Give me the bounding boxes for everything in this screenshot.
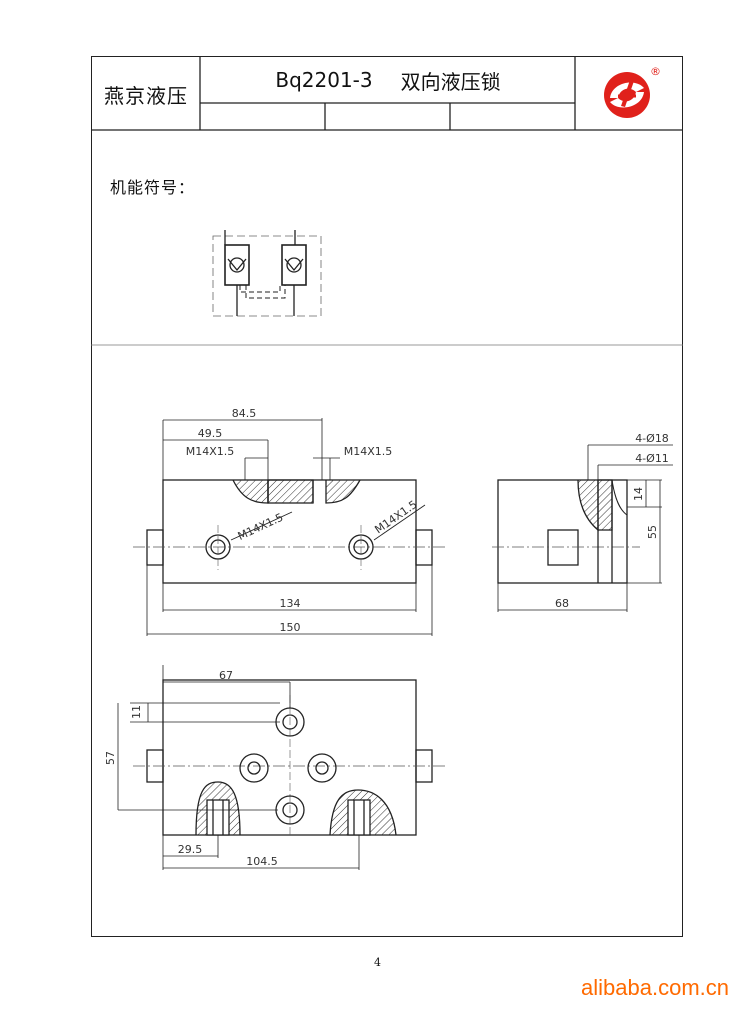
title-block xyxy=(91,56,683,346)
dim-counterbore: 4-Ø18 xyxy=(635,432,669,445)
dim-depth: 14 xyxy=(632,487,645,501)
dim-port-offset: 49.5 xyxy=(198,427,223,440)
front-view-dimensions: 84.5 49.5 M14X1.5 M14X1.5 M14X1.5 M14X1.… xyxy=(186,407,420,634)
dim-port-distance: 67 xyxy=(219,669,233,682)
company-logo xyxy=(604,72,650,118)
dim-mount-left: 29.5 xyxy=(178,843,203,856)
front-view xyxy=(133,418,448,636)
dim-height: 55 xyxy=(646,525,659,539)
drawing-frame xyxy=(91,56,683,937)
model-number: Bq2201-3 xyxy=(275,68,373,92)
dim-height: 57 xyxy=(104,751,117,765)
drawing-title: Bq2201-3 双向液压锁 xyxy=(201,58,575,102)
side-view-dimensions: 4-Ø18 4-Ø11 14 55 68 xyxy=(555,432,669,610)
bottom-view-dimensions: 67 11 57 29.5 104.5 xyxy=(104,669,278,868)
bottom-view xyxy=(117,665,448,870)
hydraulic-symbol xyxy=(212,230,322,317)
dim-hole-thread-right: M14X1.5 xyxy=(372,498,419,536)
watermark: alibaba.com.cn xyxy=(581,975,729,1000)
dim-overall-top: 84.5 xyxy=(232,407,257,420)
side-view xyxy=(492,444,673,612)
dim-mount-span: 104.5 xyxy=(246,855,278,868)
dim-thread-left: M14X1.5 xyxy=(186,445,235,458)
page-number: 4 xyxy=(374,956,381,969)
dim-overall-length: 150 xyxy=(280,621,301,634)
dim-thread-right: M14X1.5 xyxy=(344,445,393,458)
dim-width: 68 xyxy=(555,597,569,610)
registered-mark: ® xyxy=(650,65,661,78)
dim-bore: 4-Ø11 xyxy=(635,452,669,465)
product-name: 双向液压锁 xyxy=(400,69,501,94)
dim-body-length: 134 xyxy=(280,597,301,610)
dim-top-offset: 11 xyxy=(130,705,143,719)
company-name: 燕京液压 xyxy=(104,83,188,108)
function-symbol-label: 机能符号： xyxy=(110,178,196,197)
dim-hole-thread-left: M14X1.5 xyxy=(236,511,285,543)
